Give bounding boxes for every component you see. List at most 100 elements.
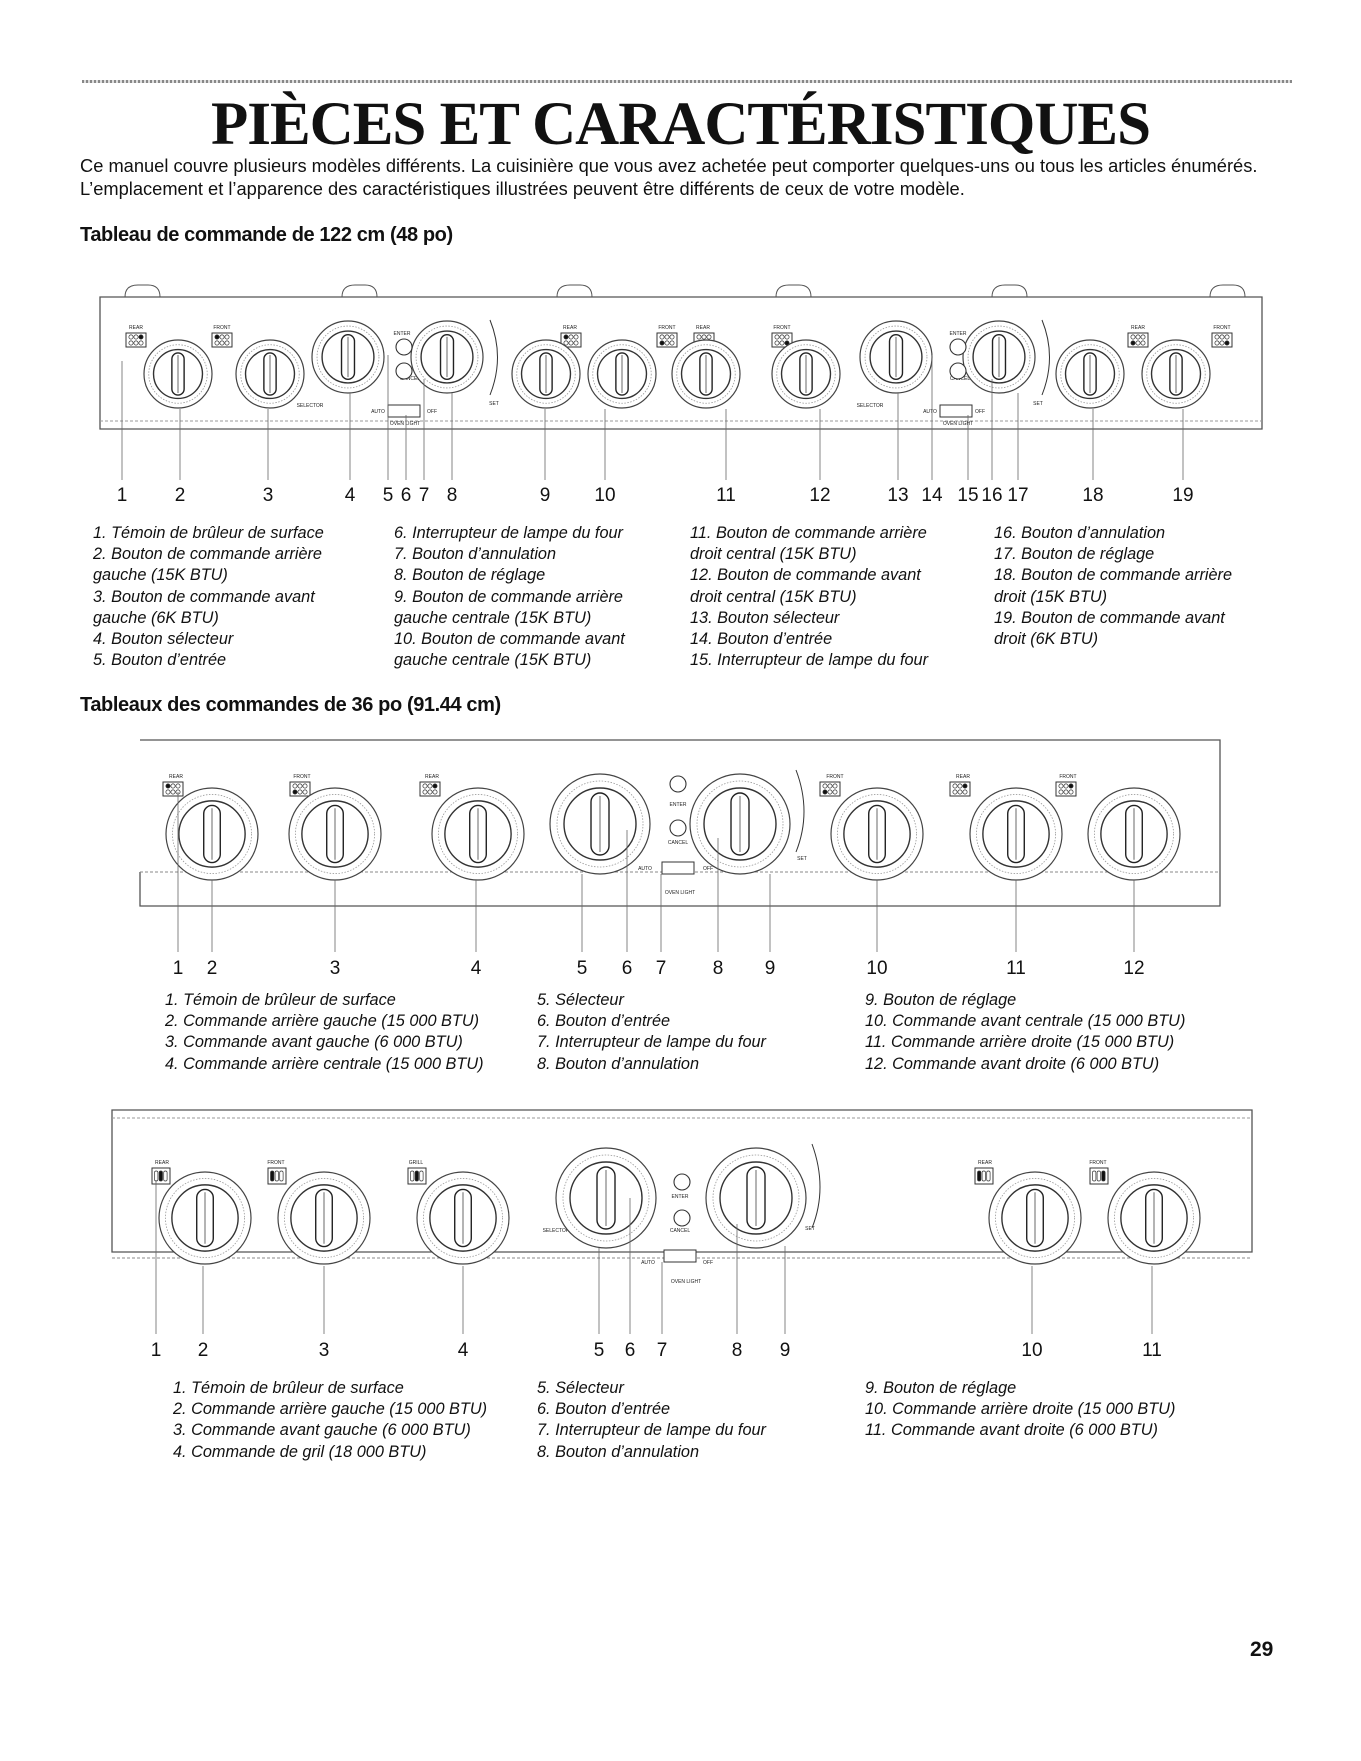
indicator-dot [669, 340, 675, 346]
burner-indicator [407, 1167, 427, 1185]
indicator-dot [224, 340, 230, 346]
callout-6: 6 [625, 1340, 636, 1361]
burner-indicator [560, 332, 582, 348]
indicator-dot [952, 783, 958, 789]
burner-indicator [1089, 1167, 1109, 1185]
indicator-dot [822, 789, 828, 795]
indicator-dot [297, 789, 303, 795]
indicator-dot [563, 340, 569, 346]
label-front-2: FRONT [1089, 1160, 1106, 1166]
legend-item: 12. Bouton de commande avant [690, 566, 921, 585]
callout-5: 5 [577, 958, 588, 979]
control-knob [158, 1171, 252, 1265]
indicator-dot [664, 334, 670, 340]
legend-item: 6. Bouton d’entrée [537, 1400, 671, 1419]
legend-item: 4. Bouton sélecteur [93, 630, 234, 649]
legend-item: 5. Sélecteur [537, 991, 624, 1009]
callout-13: 13 [887, 485, 908, 506]
indicator-dot [214, 340, 220, 346]
knob-ring [1094, 794, 1174, 874]
control-knob [859, 320, 933, 394]
knob-ring [172, 794, 252, 874]
indicator-dot [297, 783, 303, 789]
section3-legend-col1: 1. Témoin de brûleur de surface 2. Comma… [173, 1378, 563, 1463]
control-knob [1141, 339, 1211, 409]
burner-indicator [1127, 332, 1149, 348]
indicator-bar [158, 1170, 163, 1182]
label-off-2: OFF [975, 409, 985, 415]
control-knob [1055, 339, 1125, 409]
legend-item: 1. Témoin de brûleur de surface [165, 991, 396, 1009]
label-front: FRONT [267, 1160, 284, 1166]
indicator-bar [981, 1170, 986, 1182]
control-knob [143, 339, 213, 409]
indicator-bar [154, 1170, 159, 1182]
control-knob [1107, 1171, 1201, 1265]
callout-8: 8 [713, 958, 724, 979]
indicator-dot [128, 340, 134, 346]
indicator-bar [1092, 1170, 1097, 1182]
indicator-dot [779, 334, 785, 340]
legend-item-cont: gauche centrale (15K BTU) [394, 651, 592, 670]
knob-ring [1146, 344, 1206, 404]
indicator-bar [414, 1170, 419, 1182]
knob-ring [562, 1154, 650, 1242]
indicator-dot [1063, 789, 1069, 795]
knob-handle [326, 804, 344, 864]
indicator-dot [170, 783, 176, 789]
callout-2: 2 [175, 485, 186, 506]
legend-item-cont: gauche (6K BTU) [93, 608, 219, 627]
callout-10: 10 [594, 485, 615, 506]
legend-item: 8. Bouton d’annulation [537, 1054, 700, 1073]
knob-ring [1060, 344, 1120, 404]
callout-4: 4 [345, 485, 356, 506]
callout-2: 2 [207, 958, 218, 979]
label-oven-light: OVEN LIGHT [390, 421, 420, 427]
callout-10: 10 [1021, 1340, 1042, 1361]
callout-1: 1 [151, 1340, 162, 1361]
callout-1: 1 [117, 485, 128, 506]
legend-item: 2. Commande arrière gauche (15 000 BTU) [165, 1012, 480, 1031]
label-cancel: CANCEL [670, 1228, 691, 1234]
label-rear-2: REAR [425, 774, 439, 780]
callout-7: 7 [419, 485, 430, 506]
indicator-dot [422, 789, 428, 795]
oven-light-switch [939, 404, 973, 418]
indicator-bar [977, 1170, 982, 1182]
section1-legend-col3: 11. Bouton de commande arrière droit cen… [690, 523, 990, 671]
indicator-bar [986, 1170, 991, 1182]
indicator-dot [1063, 783, 1069, 789]
section2-legend-col3: 9. Bouton de réglage 10. Commande avant … [865, 990, 1245, 1075]
indicator-dot [1140, 334, 1146, 340]
knob-handle [596, 1166, 616, 1230]
indicator-dot [138, 340, 144, 346]
knob-handle [888, 333, 904, 381]
indicator-dot [422, 783, 428, 789]
knob-ring [316, 325, 380, 389]
intro-paragraph: Ce manuel couvre plusieurs modèles diffé… [80, 155, 1258, 199]
indicator-dot [784, 334, 790, 340]
knob-handle [991, 333, 1007, 381]
indicator-dot [1135, 340, 1141, 346]
legend-item: 3. Commande avant gauche (6 000 BTU) [165, 1033, 463, 1052]
indicator-dot [1214, 340, 1220, 346]
indicator-dot [659, 340, 665, 346]
indicator-dot [832, 783, 838, 789]
control-panel-36-grill-diagram: REAR FRONT GRILL ENTER CANCEL SELECTOR A… [111, 1109, 1253, 1361]
oven-light-switch [661, 861, 695, 875]
knob-ring [712, 1154, 800, 1242]
control-knob [705, 1147, 807, 1249]
knob-handle [171, 352, 185, 396]
burner-indicator [211, 332, 233, 348]
round-button [673, 1209, 691, 1227]
indicator-dot [133, 340, 139, 346]
legend-item: 18. Bouton de commande arrière [994, 566, 1233, 585]
knob-ring [516, 344, 576, 404]
legend-item: 16. Bouton d’annulation [994, 524, 1166, 542]
legend-item: 9. Bouton de commande arrière [394, 587, 623, 606]
legend-item: 15. Interrupteur de lampe du four [690, 651, 929, 670]
section2-legend-col1: 1. Témoin de brûleur de surface 2. Comma… [165, 990, 555, 1075]
knob-handle [539, 352, 553, 396]
label-rear: REAR [155, 1160, 169, 1166]
indicator-dot [165, 789, 171, 795]
